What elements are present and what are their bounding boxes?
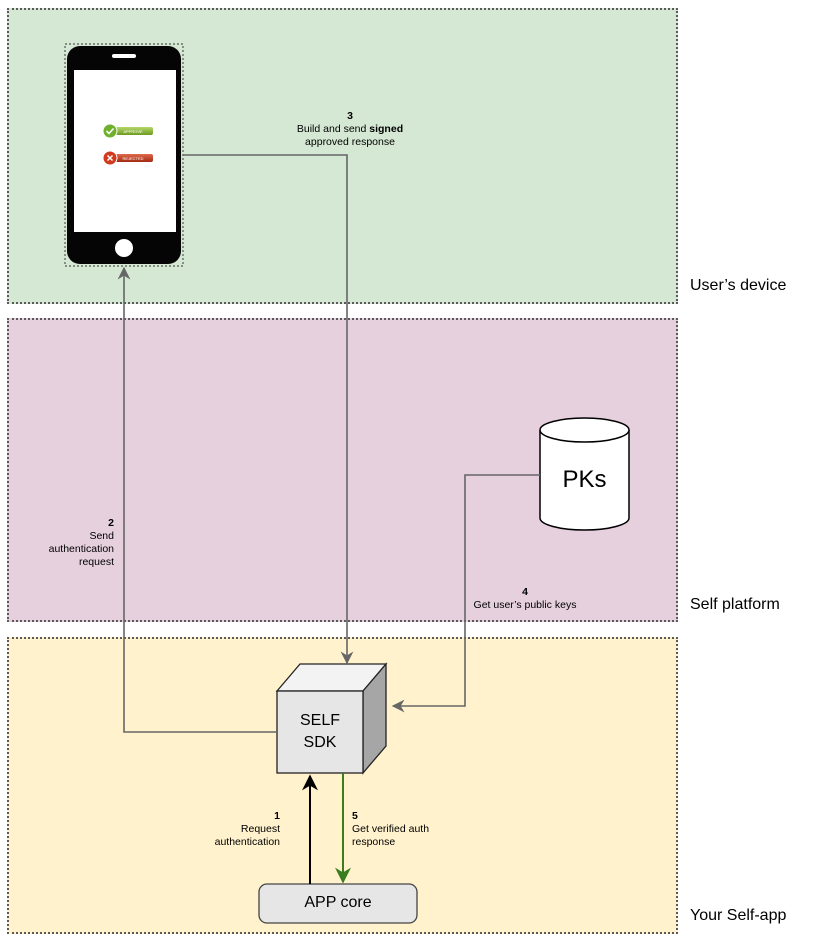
pks-label: PKs: [562, 466, 607, 493]
arrow-step-3: [183, 154, 354, 665]
pks-database-cylinder: [539, 417, 630, 531]
home-button-icon: [115, 239, 133, 257]
reject-button: [113, 154, 153, 162]
self-sdk-cube: [275, 662, 388, 775]
checkmark-icon: [102, 123, 118, 139]
arrow-step-4: [391, 474, 540, 713]
svg-text:REJECTED: REJECTED: [122, 156, 143, 161]
phone-illustration: APPROVE REJECTED: [64, 43, 184, 267]
self-app-label: Your Self-app: [690, 907, 787, 924]
approve-button: [113, 127, 153, 135]
speaker-icon: [112, 54, 136, 58]
step-1-label: 1 Request authentication: [214, 810, 280, 848]
self-platform-label: Self platform: [690, 596, 780, 613]
phone-screen: [74, 70, 176, 232]
step-2-label: 2 Send authentication request: [48, 517, 114, 568]
step-5-label: 5 Get verified auth response: [352, 810, 430, 848]
app-core-box: [258, 883, 418, 924]
users-device-label: User’s device: [690, 277, 787, 294]
self-sdk-label: SELF SDK: [299, 712, 340, 751]
svg-text:APPROVE: APPROVE: [123, 129, 143, 134]
arrow-step-2: [117, 266, 277, 733]
step-3-label: 3 Build and send signed approved respons…: [296, 110, 404, 148]
app-core-label: APP core: [304, 894, 372, 911]
step-4-label: 4 Get user’s public keys: [473, 586, 577, 611]
